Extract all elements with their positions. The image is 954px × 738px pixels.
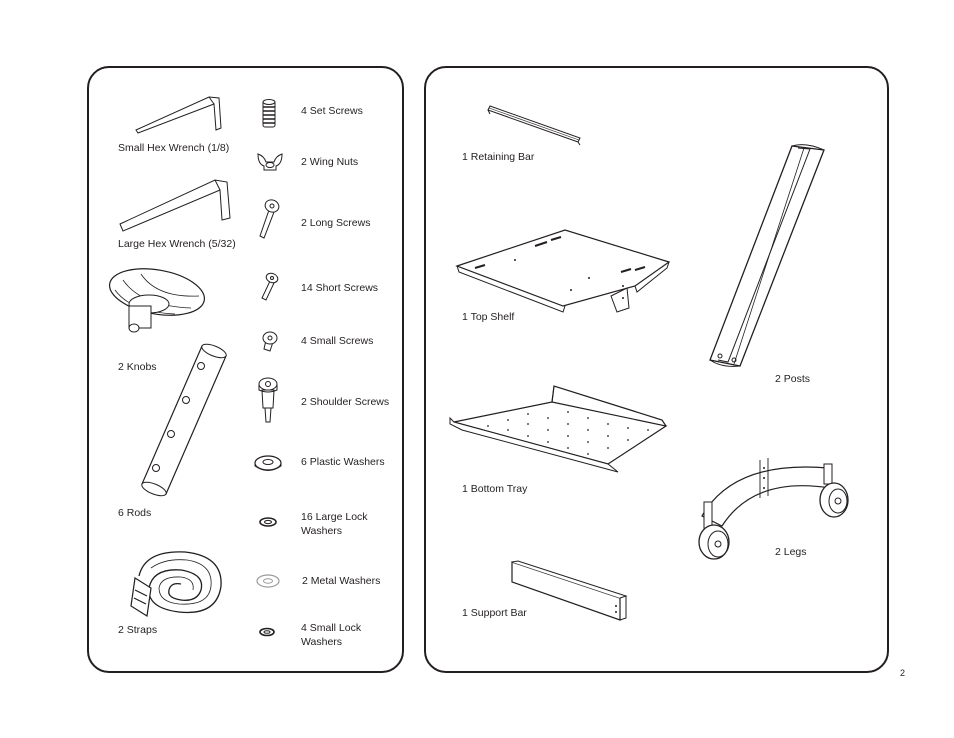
long-screw-icon	[256, 198, 282, 240]
legs-label: 2 Legs	[775, 546, 807, 558]
short-screws-label: 14 Short Screws	[301, 282, 379, 294]
small-screw-icon	[258, 330, 280, 352]
shoulder-screw-icon	[256, 376, 280, 424]
plastic-washers-label: 6 Plastic Washers	[301, 456, 385, 468]
shoulder-screws-label: 2 Shoulder Screws	[301, 396, 390, 408]
metal-washers-label: 2 Metal Washers	[302, 575, 381, 587]
leg-caster-icon	[694, 458, 850, 564]
lock-washer-icon	[258, 627, 276, 637]
small-hex-wrench-label: Small Hex Wrench (1/8)	[118, 142, 230, 154]
posts-label: 2 Posts	[775, 373, 811, 385]
top-shelf-label: 1 Top Shelf	[462, 311, 515, 323]
page-number: 2	[900, 668, 906, 678]
large-lock-washers-label: 16 Large Lock Washers	[301, 511, 368, 537]
knobs-label: 2 Knobs	[118, 361, 157, 373]
retaining-bar-icon	[486, 104, 584, 146]
bottom-tray-label: 1 Bottom Tray	[462, 483, 528, 495]
hex-wrench-icon	[117, 176, 231, 232]
small-screws-label: 4 Small Screws	[301, 335, 374, 347]
lock-washer-icon	[258, 516, 278, 528]
set-screws-label: 4 Set Screws	[301, 105, 363, 117]
small-lock-washers-label: 4 Small Lock Washers	[301, 622, 362, 648]
long-screws-label: 2 Long Screws	[301, 217, 371, 229]
post-icon	[706, 142, 828, 370]
support-bar-label: 1 Support Bar	[462, 607, 527, 619]
straps-label: 2 Straps	[118, 624, 158, 636]
plastic-washer-icon	[253, 453, 283, 473]
strap-icon	[125, 546, 225, 621]
rod-icon	[140, 342, 230, 497]
support-bar-icon	[510, 560, 628, 622]
rods-label: 6 Rods	[118, 507, 152, 519]
set-screw-icon	[261, 98, 277, 130]
large-hex-wrench-label: Large Hex Wrench (5/32)	[118, 238, 236, 250]
retaining-bar-label: 1 Retaining Bar	[462, 151, 535, 163]
wing-nut-icon	[256, 152, 284, 174]
metal-washer-icon	[255, 573, 281, 589]
parts-panel	[424, 66, 889, 673]
wing-nuts-label: 2 Wing Nuts	[301, 156, 359, 168]
top-shelf-icon	[455, 228, 671, 318]
hex-wrench-icon	[133, 92, 223, 134]
short-screw-icon	[258, 272, 280, 302]
knob-icon	[101, 268, 207, 338]
bottom-tray-icon	[448, 384, 672, 476]
hardware-panel	[87, 66, 404, 673]
